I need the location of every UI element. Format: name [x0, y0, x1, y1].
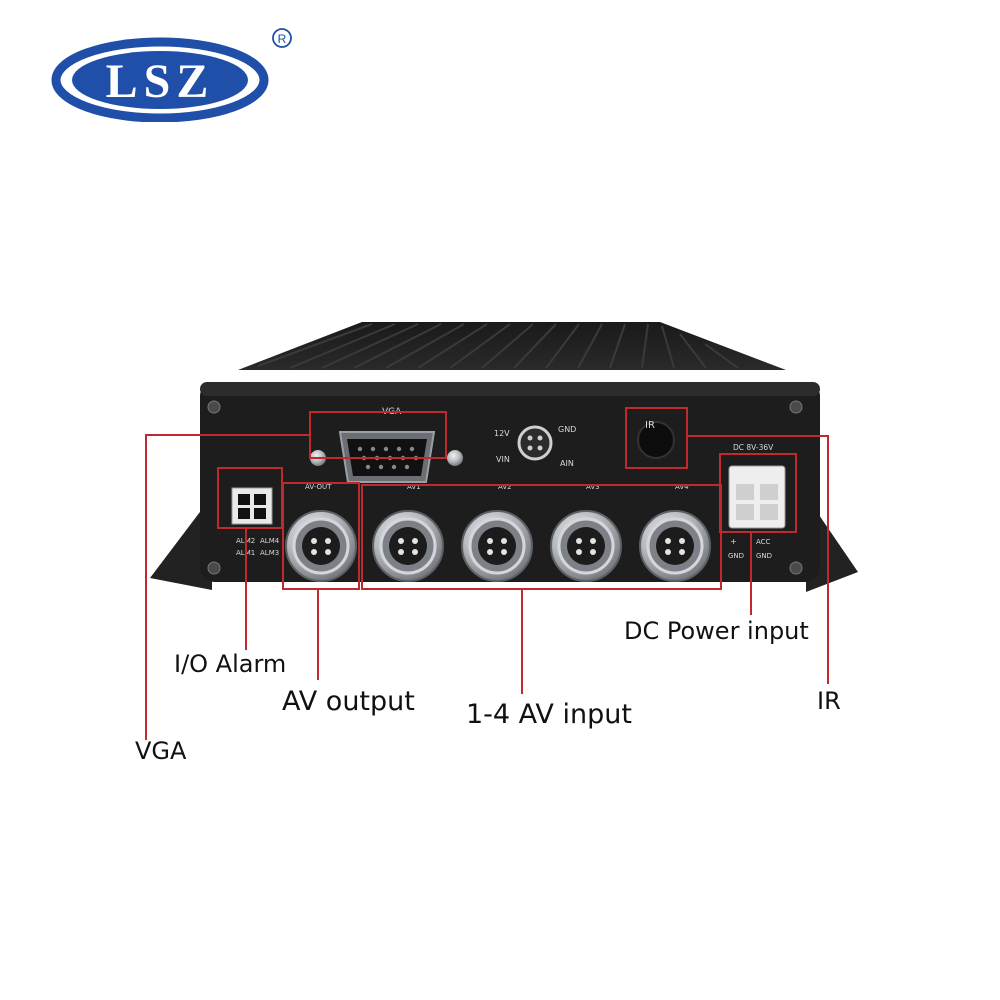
av-output-box [282, 482, 360, 590]
brand-logo: LSZ R [51, 28, 292, 122]
av-connectors [285, 510, 711, 582]
av2-connector [461, 510, 533, 582]
label-alm4: ALM4 [260, 537, 280, 545]
av1-connector [372, 510, 444, 582]
label-alm3: ALM3 [260, 549, 279, 557]
label-acc: ACC [756, 538, 771, 546]
label-av4: AV4 [675, 483, 689, 491]
callout-av-input: 1-4 AV input [466, 699, 632, 730]
vga-line [145, 434, 310, 740]
label-gnd-right: GND [756, 552, 772, 560]
left-flange [150, 496, 212, 590]
callout-io-alarm: I/O Alarm [174, 650, 287, 678]
callout-ir: IR [817, 687, 841, 715]
registered-mark: R [278, 32, 287, 46]
io-alarm-port [231, 487, 273, 525]
av4-connector [639, 510, 711, 582]
label-ain: AIN [560, 459, 574, 468]
top-heatsink [238, 322, 786, 370]
ir-box [625, 407, 688, 469]
logo-text: LSZ [106, 55, 215, 108]
label-av3: AV3 [586, 483, 600, 491]
ir-window [637, 421, 675, 459]
label-ir: IR [645, 420, 655, 431]
callout-vga: VGA [135, 737, 187, 765]
ir-line [687, 435, 829, 684]
dc-power-port [728, 465, 786, 529]
label-av1: AV1 [407, 483, 421, 491]
callout-av-output: AV output [282, 686, 415, 717]
label-dc: DC 8V-36V [733, 443, 774, 452]
label-av2: AV2 [498, 483, 512, 491]
heatsink-fins [257, 323, 739, 369]
label-gnd-left: GND [728, 552, 744, 560]
dc-power-box [719, 453, 797, 533]
callout-lines [145, 434, 829, 740]
label-vin: VIN [496, 455, 510, 464]
callout-dc-power: DC Power input [624, 617, 809, 645]
corner-screws [207, 400, 803, 575]
label-gnd-top: GND [558, 425, 576, 434]
av-input-box [361, 484, 722, 590]
label-12v: 12V [494, 429, 510, 438]
aux-connector [517, 425, 553, 461]
av3-connector [550, 510, 622, 582]
label-plus: + [730, 537, 737, 546]
av-out-connector [285, 510, 357, 582]
label-av-out: AV-OUT [305, 483, 332, 491]
